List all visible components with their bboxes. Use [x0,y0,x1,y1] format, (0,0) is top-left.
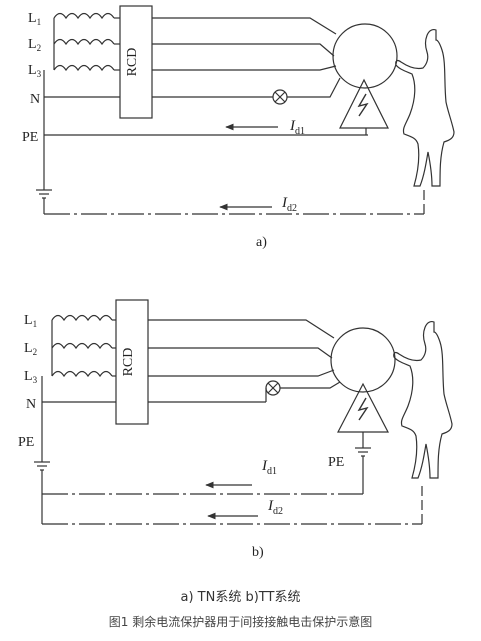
label-id2-a: Id2 [281,195,297,214]
motor-icon-b [330,327,396,393]
label-l2-b: L2 [24,341,37,357]
label-pe-left: PE [18,435,34,450]
label-l1-b: L1 [24,313,37,329]
diagram-a-tn-system: L1 L2 L3 N PE RCD [22,5,455,250]
label-n-b: N [26,397,36,412]
person-figure-a [395,28,455,187]
transformer-coils-b [51,314,113,378]
label-l1: L1 [28,11,41,27]
transformer-coils-a [53,12,115,72]
label-l3: L3 [28,63,42,79]
label-id1-b: Id1 [261,458,277,477]
rcd-box-a [119,5,153,119]
diagram-b-tt-system: L1 L2 L3 N PE RCD PE [18,299,453,560]
fault-lightning-icon-b [357,397,369,421]
enclosure-triangle-b [337,382,389,433]
label-id2-b: Id2 [267,498,283,517]
caption-a: a) [256,235,267,250]
label-id1-a: Id1 [289,118,305,137]
label-pe: PE [22,130,38,145]
label-l2: L2 [28,37,41,53]
rcd-box-b [115,299,149,425]
label-l3-b: L3 [24,369,38,385]
fault-lightning-icon [357,93,369,117]
motor-icon [332,23,398,89]
enclosure-triangle [339,78,389,129]
figure-caption: 图1 剩余电流保护器用于间接接触电击保护示意图 [108,615,373,629]
caption-b: b) [252,545,264,560]
label-pe-right: PE [328,455,344,470]
systems-caption: a) TN系统 b)TT系统 [180,590,301,605]
rcd-label-b: RCD [121,348,136,377]
label-n: N [30,92,40,107]
person-figure-b [393,320,453,479]
rcd-label-a: RCD [125,48,140,77]
